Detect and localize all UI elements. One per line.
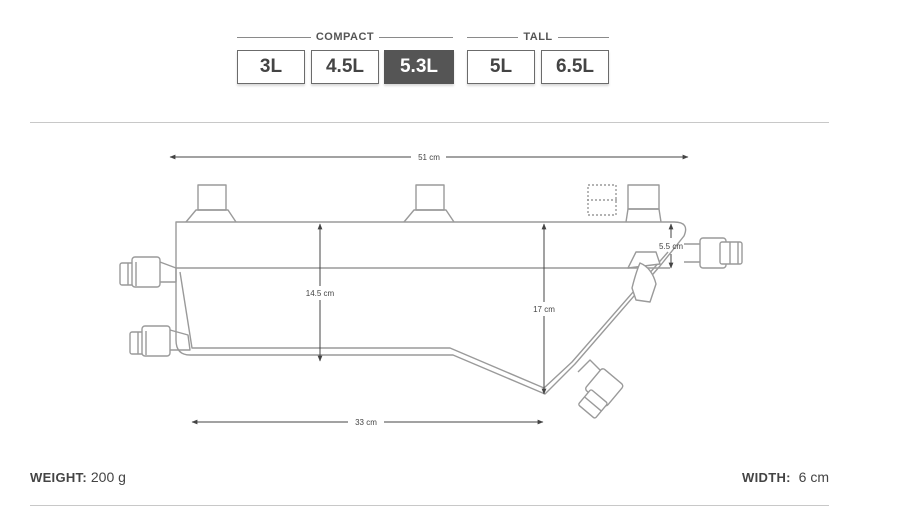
size-option-5l[interactable]: 5L [467,50,535,84]
weight-value: 200 g [90,469,126,485]
inner-edge [179,251,669,389]
size-option-3l[interactable]: 3L [237,50,305,84]
size-option-6-5l[interactable]: 6.5L [541,50,609,84]
group-label-text: TALL [523,31,553,43]
top-strap-front-dashed [587,184,617,216]
group-label-tall: TALL [467,31,610,43]
dim-label-mid-height: 17 cm [533,305,555,314]
dim-label-front-height: 5.5 cm [659,242,683,251]
zipper-tag [631,262,657,303]
group-label-text: COMPACT [315,31,375,43]
width-spec: WIDTH: 6 cm [742,469,829,485]
buckle-front [684,237,743,269]
buckle-downtube [577,359,624,419]
dim-label-total-length: 51 cm [418,153,440,162]
divider [467,36,519,38]
weight-label: WEIGHT: [30,470,87,485]
size-option-5-3l[interactable]: 5.3L [384,50,454,84]
group-label-compact: COMPACT [237,31,454,43]
top-strap-middle [403,184,455,223]
buckle-rear-lower [129,325,191,357]
bottom-divider [30,505,829,506]
weight-spec: WEIGHT: 200 g [30,469,126,485]
divider [379,36,454,38]
top-strap-front [625,184,662,223]
top-divider [30,122,829,123]
width-label: WIDTH: [742,470,791,485]
top-strap-rear [185,184,237,223]
bag-outline [175,221,687,395]
dim-label-bottom-length: 33 cm [355,418,377,427]
size-option-4-5l[interactable]: 4.5L [311,50,379,84]
divider [237,36,311,38]
dim-label-rear-height: 14.5 cm [306,289,335,298]
divider [557,36,610,38]
width-value: 6 cm [798,469,829,485]
buckle-rear-upper [119,256,177,288]
zipper-pull [627,251,661,269]
